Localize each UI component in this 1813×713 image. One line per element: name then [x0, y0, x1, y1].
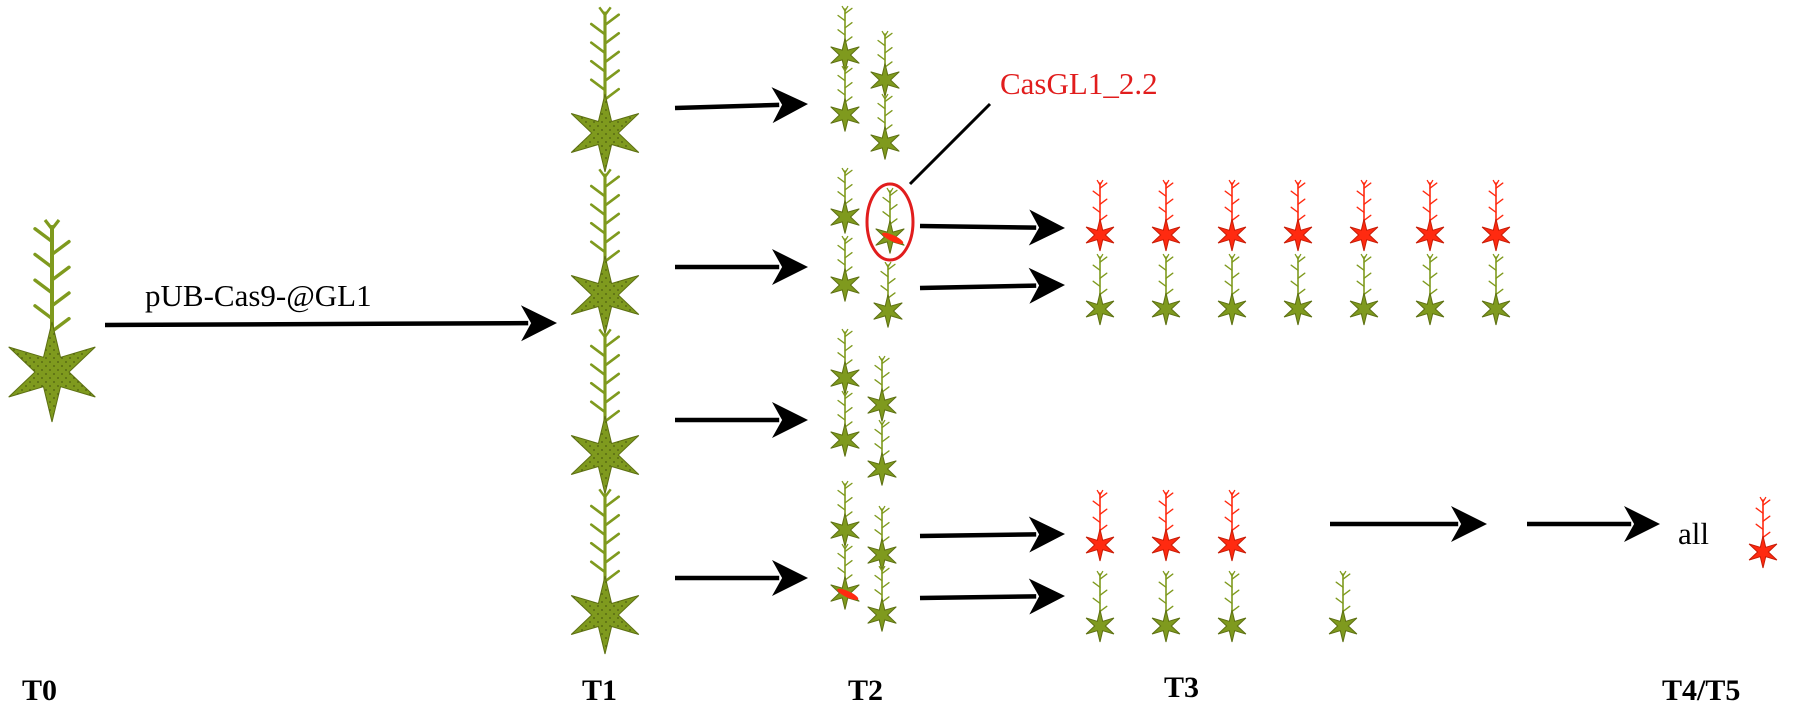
plant-t3-line-2-2-mutant-3	[1217, 179, 1247, 252]
selected-plant-highlight-ring	[865, 182, 915, 262]
plant-t2-4-3	[830, 543, 860, 610]
all-label: all	[1678, 516, 1709, 551]
arrow-construct	[104, 305, 557, 342]
plant-t3-line-2-2-wildtype-3	[1217, 253, 1247, 326]
plant-t2-2-4	[873, 261, 903, 328]
plant-t3-line-2-2-wildtype-7	[1481, 253, 1511, 326]
plant-t2-3-2	[867, 355, 897, 422]
plant-t1-2	[570, 168, 640, 335]
callout-line	[908, 102, 992, 186]
arrow-t2-t3-3	[919, 516, 1065, 553]
plant-t3-line-2-2-mutant-7	[1481, 179, 1511, 252]
plant-t2-2-1	[830, 167, 860, 234]
arrow-t1-t2-1	[674, 87, 808, 124]
plant-t3-line-4-wildtype-2	[1151, 570, 1181, 643]
generation-label-t1: T1	[582, 674, 617, 707]
construct-label: pUB-Cas9-@GL1	[145, 278, 372, 313]
plant-t4-t5-mutant	[1748, 496, 1778, 569]
plant-t3-line-4-wildtype-1	[1085, 570, 1115, 643]
plant-t3-line-2-2-mutant-2	[1151, 179, 1181, 252]
plant-t3-line-2-2-mutant-5	[1349, 179, 1379, 252]
plant-t3-line-2-2-wildtype-5	[1349, 253, 1379, 326]
plant-t3-line-4-mutant-1	[1085, 489, 1115, 562]
plants-layer	[8, 5, 1778, 655]
arrow-t2-t3-1	[919, 209, 1065, 246]
arrows-layer	[104, 87, 1660, 615]
plant-t2-4-1	[830, 480, 860, 547]
plant-t2-3-1	[830, 328, 860, 395]
arrow-t4-t5	[1527, 506, 1660, 542]
plant-t3-line-2-2-wildtype-2	[1151, 253, 1181, 326]
arrow-t2-t3-4	[919, 578, 1065, 615]
generation-label-t4-t5: T4/T5	[1662, 674, 1740, 707]
plant-t2-1-1	[830, 5, 860, 72]
plant-t2-1-2	[870, 30, 900, 97]
plant-t2-1-4	[870, 93, 900, 160]
arrow-t1-t2-4	[675, 560, 808, 596]
plant-t3-line-2-2-wildtype-1	[1085, 253, 1115, 326]
generation-label-t0: T0	[22, 674, 57, 707]
plant-t0	[8, 219, 96, 423]
plant-t1-1	[570, 6, 640, 173]
plant-t2-3-4	[867, 419, 897, 486]
plant-t3-line-4-mutant-2	[1151, 489, 1181, 562]
generation-label-t3: T3	[1164, 671, 1199, 704]
plant-t3-line-2-2-mutant-4	[1283, 179, 1313, 252]
arrow-t1-t2-2	[675, 249, 808, 285]
plant-t3-line-2-2-mutant-1	[1085, 179, 1115, 252]
arrow-t1-t2-3	[675, 402, 808, 438]
plant-t3-line-4-mutant-3	[1217, 489, 1247, 562]
plant-t3-line-2-2-wildtype-4	[1283, 253, 1313, 326]
plant-t2-4-2	[867, 505, 897, 572]
plant-t1-3	[570, 328, 640, 495]
plant-t2-1-3	[830, 65, 860, 132]
plant-t3-line-2-2-mutant-6	[1415, 179, 1445, 252]
plant-t2-2-2	[875, 187, 905, 254]
plant-t3-line-4-wildtype-4	[1328, 570, 1358, 643]
selected-line-label: CasGL1_2.2	[1000, 66, 1158, 101]
plant-t3-line-2-2-wildtype-6	[1415, 253, 1445, 326]
generation-label-t2: T2	[848, 674, 883, 707]
plant-t2-2-3	[830, 235, 860, 302]
plant-t1-4	[570, 488, 640, 655]
plant-t2-4-4	[867, 565, 897, 632]
arrow-t2-t3-2	[919, 267, 1065, 304]
plant-t2-3-3	[830, 390, 860, 457]
plant-t3-line-4-wildtype-3	[1217, 570, 1247, 643]
arrow-t3-t4	[1330, 506, 1487, 542]
